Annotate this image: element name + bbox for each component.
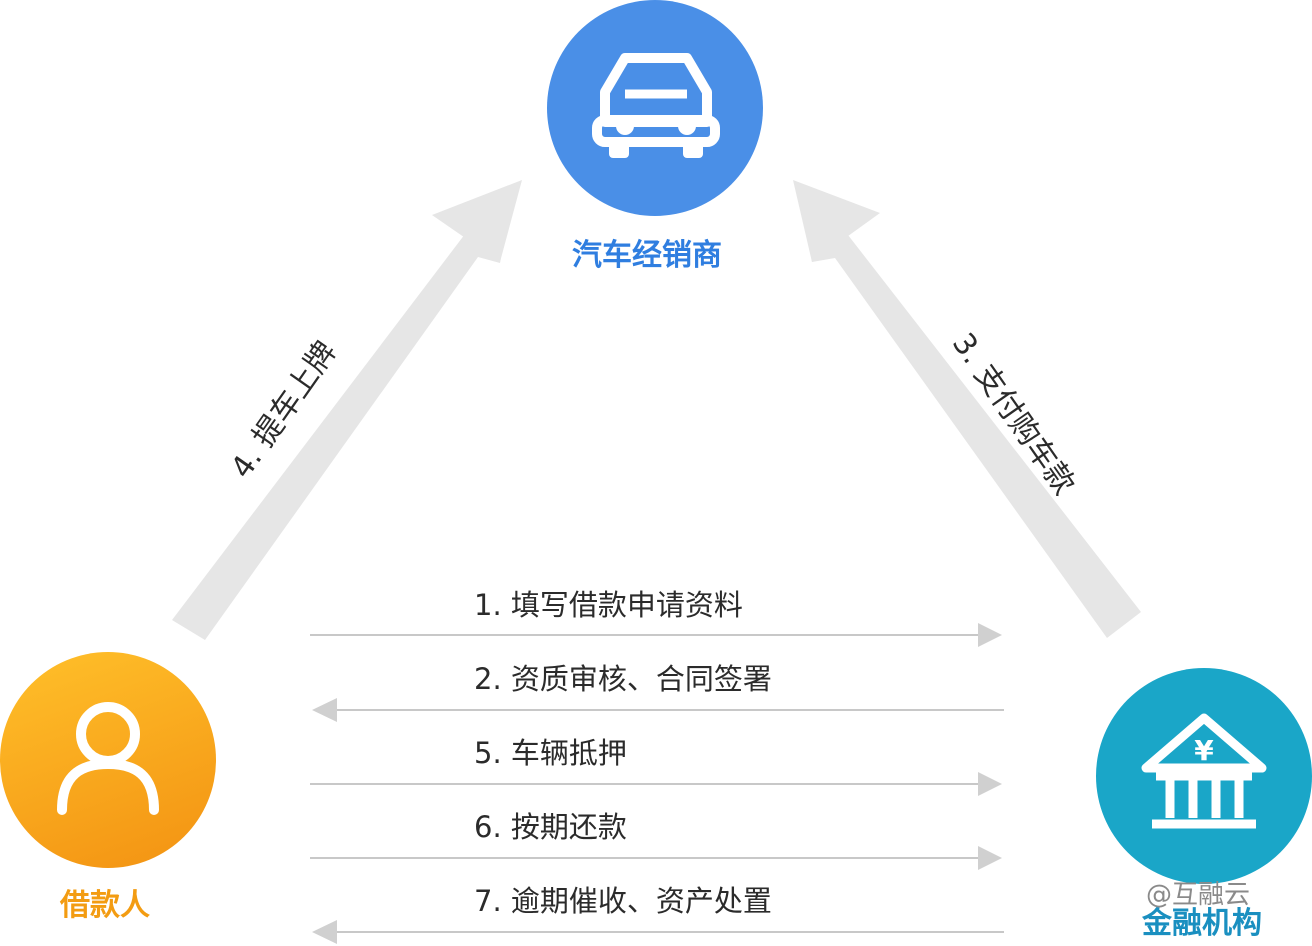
borrower-label: 借款人 [60,888,150,923]
step-1-label: 1. 填写借款申请资料 [474,588,743,622]
institution-label: 金融机构 [1142,906,1262,941]
arrow-borrower-to-dealer-head [432,180,522,262]
watermark: @互融云 [1146,880,1251,910]
arrow-institution-to-dealer [800,185,1141,638]
arrow-institution-to-dealer-head [793,180,880,262]
svg-text:¥: ¥ [1194,734,1214,767]
step-2-label: 2. 资质审核、合同签署 [474,662,772,696]
borrower-node [0,652,216,868]
car-icon [592,53,720,158]
dealer-node [547,0,763,216]
person-icon [57,702,159,815]
flow-arrow-5 [310,772,1002,796]
institution-node: ¥ [1096,668,1312,884]
bank-icon: ¥ [1141,713,1267,829]
flow-arrow-6 [310,846,1002,870]
flow-arrow-7 [312,920,1004,944]
step-7-label: 7. 逾期催收、资产处置 [474,884,772,918]
step-6-label: 6. 按期还款 [474,810,627,844]
flow-arrow-2 [312,698,1004,722]
flow-arrow-1 [310,623,1002,647]
dealer-label: 汽车经销商 [572,238,722,273]
step-5-label: 5. 车辆抵押 [474,736,627,770]
arrow-borrower-to-dealer [172,185,514,640]
